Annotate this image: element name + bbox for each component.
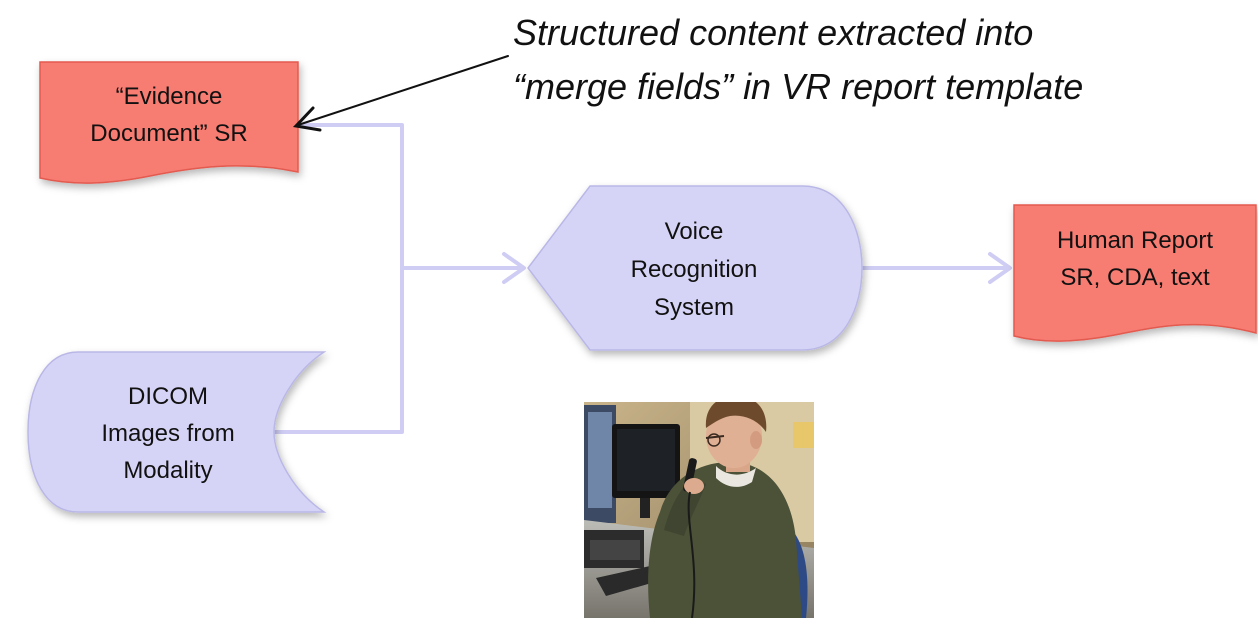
voice-recognition-label-line1: Voice bbox=[665, 218, 724, 245]
evidence-document-shape bbox=[39, 61, 299, 184]
dicom-images-shape bbox=[27, 351, 327, 513]
human-report-shape bbox=[1013, 204, 1257, 342]
voice-recognition-shape bbox=[527, 185, 863, 351]
evidence-document-label-line2: Document” SR bbox=[90, 120, 247, 147]
annotation-arrowhead bbox=[292, 106, 322, 132]
annotation-arrow-line bbox=[297, 55, 509, 126]
annotation-arrow bbox=[292, 55, 509, 132]
connectors bbox=[272, 123, 1012, 434]
connector-dicom bbox=[272, 266, 404, 434]
annotation-line1: Structured content extracted into bbox=[513, 12, 1033, 53]
radiologist-photo bbox=[584, 402, 814, 618]
voice-recognition-label-line2: Recognition bbox=[631, 256, 758, 283]
dicom-images-node: DICOM Images from Modality bbox=[27, 351, 327, 513]
dicom-images-label-line3: Modality bbox=[123, 457, 212, 484]
dicom-images-label-line1: DICOM bbox=[128, 383, 208, 410]
connector-arrowhead-voice bbox=[502, 252, 526, 284]
connector-evidence bbox=[298, 123, 404, 270]
evidence-document-node: “Evidence Document” SR bbox=[39, 61, 299, 184]
voice-recognition-node: Voice Recognition System bbox=[527, 185, 863, 351]
human-report-label-line2: SR, CDA, text bbox=[1060, 264, 1210, 291]
annotation-line2: “merge fields” in VR report template bbox=[513, 66, 1083, 107]
annotation: Structured content extracted into “merge… bbox=[513, 12, 1083, 107]
connector-arrowhead-human bbox=[988, 252, 1012, 284]
human-report-node: Human Report SR, CDA, text bbox=[1013, 204, 1257, 342]
voice-recognition-label-line3: System bbox=[654, 294, 734, 321]
dicom-images-label-line2: Images from bbox=[101, 420, 234, 447]
evidence-document-label-line1: “Evidence bbox=[116, 83, 223, 110]
human-report-label-line1: Human Report bbox=[1057, 227, 1213, 254]
